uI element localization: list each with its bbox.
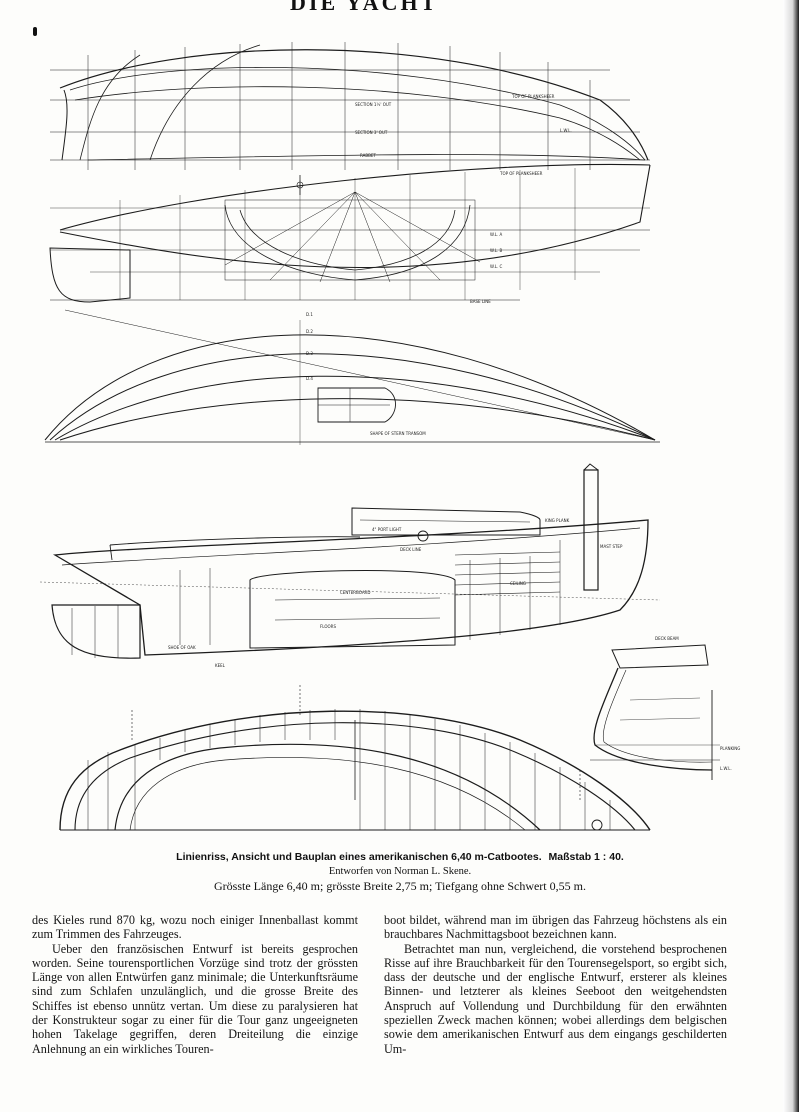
label-centerboard: CENTERBOARD: [340, 590, 370, 595]
label-d1: D.1: [306, 312, 313, 317]
label-top-planksheer: TOP OF PLANKSHEER: [511, 94, 555, 99]
label-deck-line: DECK LINE: [400, 547, 422, 552]
label-d4: D.4: [306, 376, 313, 381]
label-top-planksheer-2: TOP OF PLANKSHEER: [499, 171, 543, 176]
boat-drawings: SECTION 1½' OUT SECTION 3' OUT TOP OF PL…: [39, 42, 740, 831]
midship-section: DECK BEAM PLANKING L.W.L.: [590, 636, 740, 780]
label-stern-transom: SHAPE OF STERN TRANSOM: [370, 431, 426, 436]
right-paragraph-1: boot bildet, während man im übrigen das …: [384, 913, 727, 942]
construction-profile: 4" PORT LIGHT KING PLANK MAST STEP CEILI…: [39, 463, 661, 668]
label-deck-beam: DECK BEAM: [655, 636, 679, 641]
text-column-right: boot bildet, während man im übrigen das …: [384, 913, 727, 1056]
label-lwl-top: L.W.L.: [560, 128, 572, 133]
left-paragraph-2: Ueber den französischen Entwurf ist bere…: [32, 941, 358, 1056]
text-column-left: des Kieles rund 870 kg, wozu noch einige…: [32, 913, 358, 1056]
label-port-light: 4" PORT LIGHT: [372, 527, 402, 532]
label-d3: D.3: [306, 351, 313, 356]
label-mast-step: MAST STEP: [600, 544, 623, 549]
running-header: DIE YACHT: [290, 0, 439, 15]
label-wl-c: W.L. C: [490, 264, 503, 269]
label-rabbet: RABBET: [360, 153, 376, 158]
label-base-line: BASE LINE: [470, 299, 491, 304]
label-section-2: SECTION 3' OUT: [355, 130, 388, 135]
label-floors: FLOORS: [320, 624, 336, 629]
figure-caption-designer: Entworfen von Norman L. Skene.: [328, 866, 472, 877]
label-lwl-section: L.W.L.: [720, 766, 732, 771]
label-keel: KEEL: [215, 663, 226, 668]
caption-scale: Maßstab 1 : 40.: [548, 851, 624, 863]
sheer-plan: SECTION 1½' OUT SECTION 3' OUT TOP OF PL…: [50, 42, 650, 170]
figure-caption-dimensions: Grösste Länge 6,40 m; grösste Breite 2,7…: [214, 879, 586, 893]
label-section-1: SECTION 1½' OUT: [355, 102, 392, 107]
label-king-plank: KING PLANK: [545, 518, 570, 523]
label-wl-a: W.L. A: [490, 232, 503, 237]
framing-plan: [59, 685, 651, 831]
scan-speck: [33, 27, 37, 36]
label-wl-b: W.L. B: [490, 248, 503, 253]
right-paragraph-2: Betrachtet man nun, vergleichend, die vo…: [384, 941, 727, 1056]
caption-title-text: Linienriss, Ansicht und Bauplan eines am…: [176, 851, 542, 863]
figure-caption-title: Linienriss, Ansicht und Bauplan eines am…: [40, 851, 760, 863]
label-shoe: SHOE OF OAK: [168, 645, 196, 650]
body-plan: W.L. A W.L. B W.L. C BASE LINE TOP OF PL…: [49, 163, 651, 304]
left-paragraph-1: des Kieles rund 870 kg, wozu noch einige…: [32, 913, 358, 942]
diagonals-plan: D.1 D.2 D.3 D.4 SHAPE OF STERN TRANSOM: [44, 309, 660, 445]
label-ceiling: CEILING: [510, 581, 526, 586]
label-planking: PLANKING: [720, 746, 740, 751]
label-d2: D.2: [306, 329, 313, 334]
scan-shadow-edge: [783, 0, 799, 1112]
